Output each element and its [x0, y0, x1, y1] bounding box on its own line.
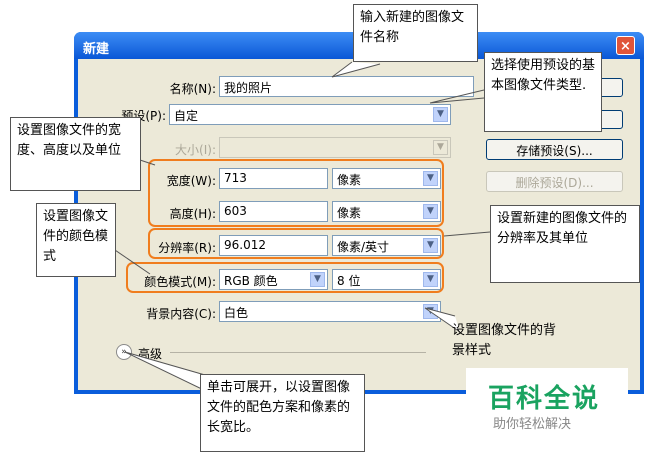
resolution-label: 分辨率(R): [158, 241, 216, 255]
width-unit-value: 像素 [337, 173, 362, 187]
callout-background: 设置图像文件的背景样式 [452, 323, 557, 358]
width-input[interactable]: 713 [219, 168, 328, 189]
preset-select[interactable]: 自定 ▼ [169, 104, 451, 125]
bit-depth-value: 8 位 [337, 274, 361, 288]
color-mode-highlight [126, 262, 444, 293]
expand-icon[interactable]: » [116, 344, 132, 360]
resolution-unit-select[interactable]: 像素/英寸 ▼ [332, 235, 441, 256]
size-label: 大小(I): [175, 143, 216, 157]
height-unit-value: 像素 [337, 206, 362, 220]
callout-advanced: 单击可展开，以设置图像文件的配色方案和像素的长宽比。 [200, 374, 365, 452]
background-value: 白色 [224, 306, 249, 320]
color-mode-select[interactable]: RGB 颜色 ▼ [219, 269, 328, 290]
chevron-down-icon: ▼ [423, 238, 438, 253]
callout-resolution: 设置新建的图像文件的分辨率及其单位 [490, 205, 640, 283]
chevron-down-icon: ▼ [423, 304, 438, 319]
callout-preset: 选择使用预设的基本图像文件类型. [484, 52, 602, 132]
chevron-down-icon: ▼ [423, 272, 438, 287]
height-label: 高度(H): [169, 207, 216, 221]
advanced-label: 高级 [138, 347, 163, 361]
chevron-down-icon: ▼ [433, 107, 448, 122]
close-icon[interactable]: × [616, 36, 635, 55]
preset-value: 自定 [174, 109, 199, 123]
height-unit-select[interactable]: 像素 ▼ [332, 201, 441, 222]
callout-name: 输入新建的图像文件名称 [353, 4, 478, 62]
name-input[interactable]: 我的照片 [219, 76, 474, 97]
size-highlight [148, 159, 444, 227]
width-unit-select[interactable]: 像素 ▼ [332, 168, 441, 189]
watermark-slogan: 助你轻松解决 [493, 417, 572, 432]
background-label: 背景内容(C): [146, 307, 216, 321]
watermark-logo: 百科全说 [488, 384, 601, 414]
callout-color: 设置图像文件的颜色模式 [36, 203, 116, 277]
size-select[interactable]: ▼ [219, 137, 451, 158]
divider [170, 352, 426, 353]
name-label: 名称(N): [169, 82, 216, 96]
delete-preset-button[interactable]: 删除预设(D)... [486, 171, 623, 192]
width-label: 宽度(W): [166, 174, 216, 188]
dialog-title: 新建 [83, 42, 110, 57]
watermark-panel [466, 368, 628, 448]
callout-size: 设置图像文件的宽度、高度以及单位 [10, 117, 141, 191]
save-preset-button[interactable]: 存储预设(S)... [486, 139, 623, 160]
width-value: 713 [224, 171, 247, 185]
height-value: 603 [224, 204, 247, 218]
name-input-value: 我的照片 [224, 81, 273, 95]
resolution-value: 96.012 [224, 238, 266, 252]
color-mode-label: 颜色模式(M): [144, 275, 216, 289]
resolution-unit-value: 像素/英寸 [337, 240, 390, 254]
height-input[interactable]: 603 [219, 201, 328, 222]
chevron-down-icon: ▼ [423, 171, 438, 186]
bit-depth-select[interactable]: 8 位 ▼ [332, 269, 441, 290]
chevron-down-icon: ▼ [423, 204, 438, 219]
chevron-down-icon: ▼ [433, 140, 448, 155]
color-mode-value: RGB 颜色 [224, 274, 278, 288]
background-select[interactable]: 白色 ▼ [219, 301, 441, 322]
resolution-highlight [148, 228, 444, 259]
chevron-down-icon: ▼ [310, 272, 325, 287]
resolution-input[interactable]: 96.012 [219, 235, 328, 256]
